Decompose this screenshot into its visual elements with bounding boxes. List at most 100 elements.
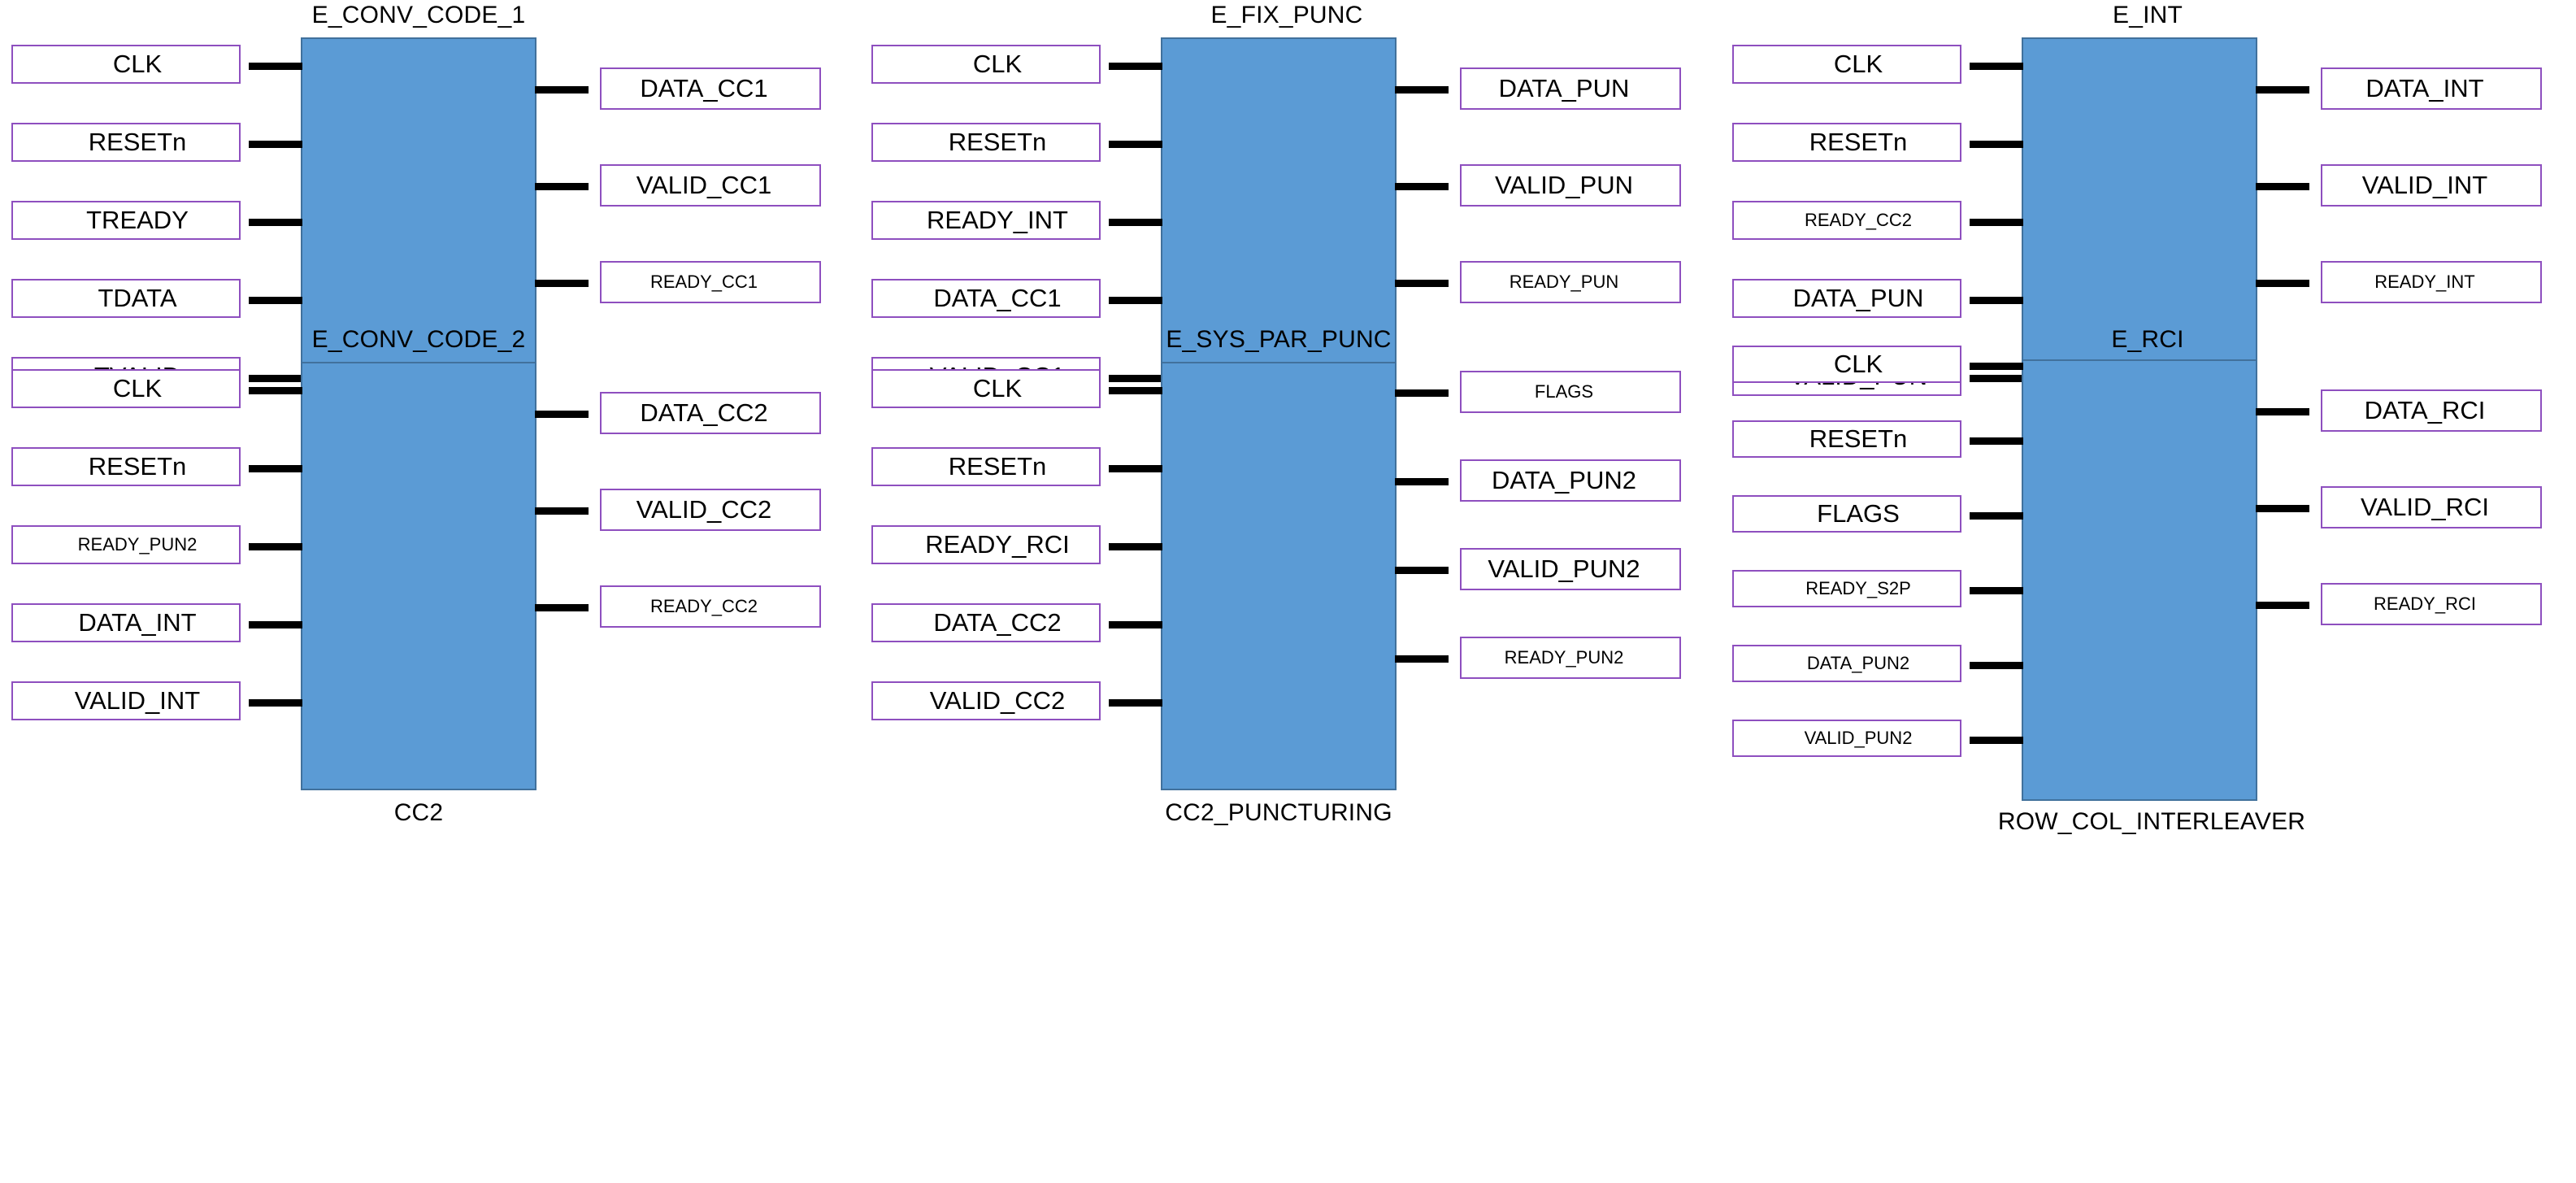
output-port-box[interactable]: READY_PUN2 bbox=[1460, 637, 1681, 679]
input-port-label: CLK bbox=[1833, 350, 1883, 378]
output-pin-wire bbox=[535, 280, 589, 287]
output-port-box[interactable]: VALID_INT bbox=[2321, 164, 2542, 207]
input-port-box[interactable]: TDATA bbox=[11, 279, 241, 318]
module-e-conv-code-1: E_CONV_CODE_1CC1CLKRESETnTREADYTDATATVAL… bbox=[0, 0, 862, 537]
input-port-box[interactable]: RESETn bbox=[11, 447, 241, 486]
input-port-label: RESETn bbox=[1809, 424, 1908, 453]
input-pin-wire bbox=[249, 465, 302, 472]
input-port-box[interactable]: RESETn bbox=[871, 447, 1101, 486]
output-pin-wire bbox=[1395, 280, 1449, 287]
module-caption: ROW_COL_INTERLEAVER bbox=[1997, 808, 2306, 835]
output-port-box[interactable]: READY_PUN bbox=[1460, 261, 1681, 303]
input-port-box[interactable]: CLK bbox=[11, 369, 241, 408]
module-title: E_SYS_PAR_PUNC bbox=[1166, 326, 1392, 353]
output-pin-wire bbox=[535, 411, 589, 418]
input-port-box[interactable]: CLK bbox=[871, 45, 1101, 84]
output-port-box[interactable]: DATA_INT bbox=[2321, 67, 2542, 110]
output-pin-wire bbox=[2256, 408, 2309, 415]
output-port-box[interactable]: DATA_RCI bbox=[2321, 389, 2542, 432]
input-pin-wire bbox=[249, 543, 302, 550]
input-port-box[interactable]: FLAGS bbox=[1732, 495, 1961, 533]
input-pin-wire bbox=[1970, 219, 2023, 226]
output-port-box[interactable]: VALID_RCI bbox=[2321, 486, 2542, 528]
output-port-box[interactable]: READY_CC2 bbox=[600, 585, 821, 628]
input-port-box[interactable]: READY_CC2 bbox=[1732, 201, 1961, 240]
output-pin-wire bbox=[1395, 86, 1449, 94]
module-block-body[interactable] bbox=[2022, 359, 2257, 801]
output-port-label: DATA_PUN bbox=[1498, 74, 1630, 102]
output-port-box[interactable]: VALID_CC1 bbox=[600, 164, 821, 207]
output-port-box[interactable]: DATA_PUN2 bbox=[1460, 459, 1681, 502]
output-port-label: VALID_INT bbox=[2361, 171, 2488, 199]
input-port-box[interactable]: RESETn bbox=[11, 123, 241, 162]
input-port-box[interactable]: DATA_PUN2 bbox=[1732, 645, 1961, 682]
module-title: E_CONV_CODE_1 bbox=[311, 2, 526, 28]
input-port-box[interactable]: READY_S2P bbox=[1732, 570, 1961, 607]
output-port-box[interactable]: READY_INT bbox=[2321, 261, 2542, 303]
input-port-label: DATA_CC2 bbox=[933, 608, 1062, 637]
input-port-box[interactable]: RESETn bbox=[871, 123, 1101, 162]
module-block-body[interactable] bbox=[1161, 362, 1397, 790]
module-title: E_RCI bbox=[2111, 326, 2184, 353]
input-port-box[interactable]: TREADY bbox=[11, 201, 241, 240]
output-port-box[interactable]: DATA_CC2 bbox=[600, 392, 821, 434]
input-port-box[interactable]: DATA_CC2 bbox=[871, 603, 1101, 642]
input-port-box[interactable]: VALID_PUN2 bbox=[1732, 720, 1961, 757]
output-port-box[interactable]: VALID_PUN2 bbox=[1460, 548, 1681, 590]
output-port-label: DATA_RCI bbox=[2364, 396, 2486, 424]
input-port-box[interactable]: CLK bbox=[1732, 45, 1961, 84]
output-port-box[interactable]: VALID_CC2 bbox=[600, 489, 821, 531]
output-port-box[interactable]: FLAGS bbox=[1460, 371, 1681, 413]
input-pin-wire bbox=[249, 699, 302, 707]
output-port-label: VALID_PUN bbox=[1495, 171, 1633, 199]
output-port-label: DATA_CC1 bbox=[640, 74, 768, 102]
input-pin-wire bbox=[1109, 375, 1162, 382]
input-port-label: VALID_PUN2 bbox=[1804, 728, 1913, 748]
input-port-box[interactable]: CLK bbox=[1732, 346, 1961, 383]
input-pin-wire bbox=[1970, 512, 2023, 520]
input-port-box[interactable]: VALID_INT bbox=[11, 681, 241, 720]
input-pin-wire bbox=[249, 297, 302, 304]
input-port-box[interactable]: RESETn bbox=[1732, 420, 1961, 458]
output-port-box[interactable]: READY_CC1 bbox=[600, 261, 821, 303]
output-port-label: DATA_INT bbox=[2365, 74, 2484, 102]
output-port-box[interactable]: DATA_CC1 bbox=[600, 67, 821, 110]
input-pin-wire bbox=[1970, 587, 2023, 594]
output-port-box[interactable]: DATA_PUN bbox=[1460, 67, 1681, 110]
output-pin-wire bbox=[2256, 602, 2309, 609]
input-port-box[interactable]: CLK bbox=[11, 45, 241, 84]
input-port-label: CLK bbox=[112, 50, 163, 78]
input-port-box[interactable]: READY_RCI bbox=[871, 525, 1101, 564]
output-port-label: READY_CC1 bbox=[649, 272, 758, 292]
input-port-label: RESETn bbox=[88, 452, 187, 481]
input-port-box[interactable]: READY_PUN2 bbox=[11, 525, 241, 564]
input-port-box[interactable]: VALID_CC2 bbox=[871, 681, 1101, 720]
input-pin-wire bbox=[1109, 63, 1162, 70]
input-port-box[interactable]: READY_INT bbox=[871, 201, 1101, 240]
input-port-label: READY_S2P bbox=[1805, 578, 1911, 598]
input-pin-wire bbox=[1970, 375, 2023, 382]
input-pin-wire bbox=[1970, 437, 2023, 445]
output-port-box[interactable]: VALID_PUN bbox=[1460, 164, 1681, 207]
input-port-label: VALID_INT bbox=[74, 686, 201, 715]
input-port-box[interactable]: DATA_INT bbox=[11, 603, 241, 642]
input-port-label: READY_RCI bbox=[925, 530, 1070, 559]
input-port-box[interactable]: DATA_PUN bbox=[1732, 279, 1961, 318]
input-pin-wire bbox=[249, 375, 302, 382]
module-title: E_INT bbox=[2112, 2, 2183, 28]
input-port-box[interactable]: CLK bbox=[871, 369, 1101, 408]
output-port-box[interactable]: READY_RCI bbox=[2321, 583, 2542, 625]
output-port-label: READY_PUN bbox=[1509, 272, 1619, 292]
input-pin-wire bbox=[1970, 63, 2023, 70]
input-port-box[interactable]: RESETn bbox=[1732, 123, 1961, 162]
input-port-label: TREADY bbox=[86, 206, 189, 234]
input-pin-wire bbox=[1109, 141, 1162, 148]
input-port-label: RESETn bbox=[88, 128, 187, 156]
input-port-box[interactable]: DATA_CC1 bbox=[871, 279, 1101, 318]
output-pin-wire bbox=[2256, 280, 2309, 287]
input-pin-wire bbox=[249, 621, 302, 628]
module-block-body[interactable] bbox=[301, 362, 536, 790]
input-pin-wire bbox=[249, 141, 302, 148]
